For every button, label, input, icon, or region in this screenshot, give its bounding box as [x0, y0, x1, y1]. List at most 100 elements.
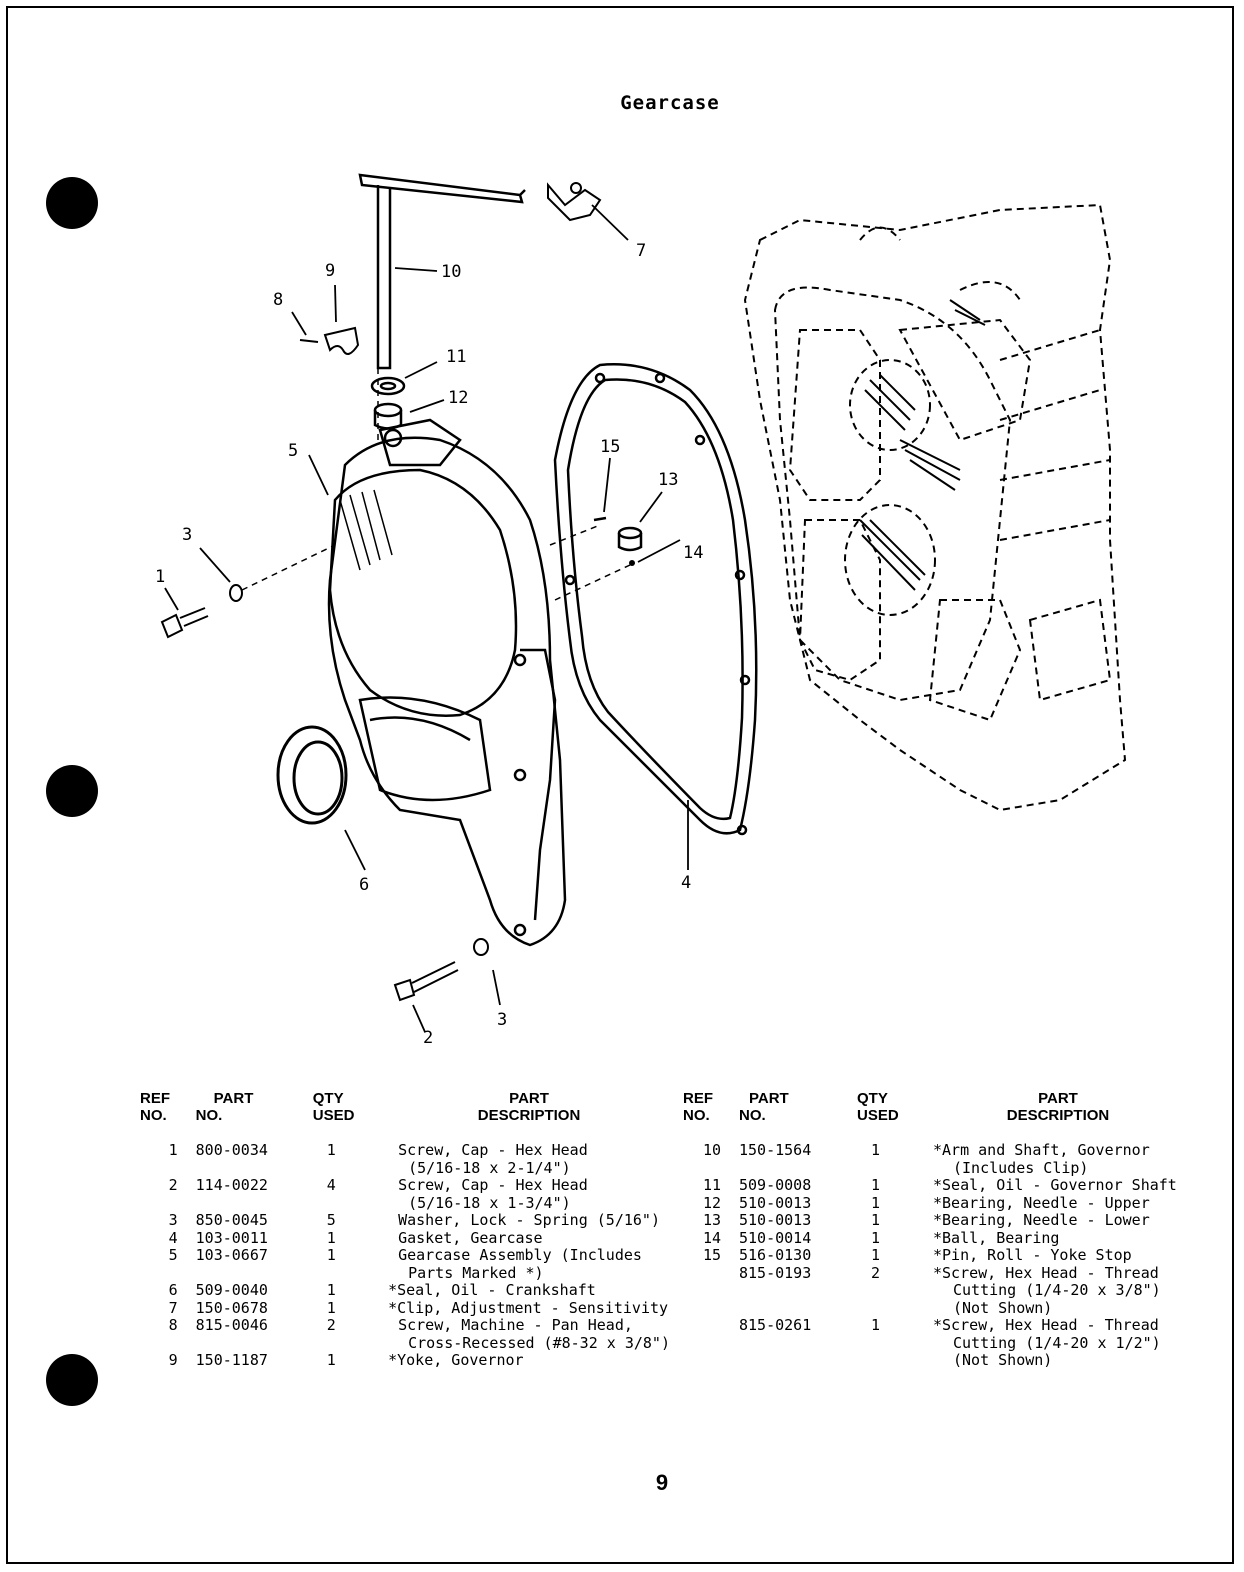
quantity-used: 1 [871, 1193, 881, 1212]
engine-block-hatching [859, 299, 986, 591]
callout-11: 11 [446, 347, 466, 367]
part-description: Screw, Machine - Pan Head,Cross-Recessed… [388, 1316, 670, 1352]
quantity-used: 1 [326, 1228, 336, 1247]
quantity-used: 1 [871, 1211, 881, 1229]
quantity-used: 1 [326, 1246, 336, 1264]
description-line: Cutting (1/4-20 x 3/8") [953, 1281, 1161, 1299]
part-number: 150-1564 [739, 1141, 812, 1159]
ref-number: 12 [702, 1193, 721, 1212]
ref-number [683, 1265, 731, 1318]
page-title: Gearcase [620, 92, 720, 114]
description-line: (5/16-18 x 1-3/4") [408, 1193, 571, 1212]
part-header-1: PART [213, 1090, 254, 1107]
part-number: 510-0013 [739, 1193, 812, 1212]
description-line: *Pin, Roll - Yoke Stop [933, 1246, 1132, 1264]
ref-number: 11 [702, 1176, 721, 1194]
page-number: 9 [655, 1470, 669, 1495]
callout-3b: 3 [497, 1010, 507, 1030]
callout-6: 6 [359, 875, 369, 895]
callout-4: 4 [681, 873, 691, 893]
quantity-used: 1 [871, 1228, 881, 1247]
lower-needle-bearing [617, 526, 643, 552]
qty-header-1: QTY [857, 1090, 888, 1107]
page-frame [6, 6, 1234, 1564]
part-number: 800-0034 [195, 1141, 268, 1159]
quantity-used: 1 [326, 1281, 336, 1299]
quantity-used: 1 [326, 1298, 336, 1317]
ref-number: 15 [702, 1246, 721, 1264]
quantity-used: 1 [326, 1351, 336, 1369]
governor-arm-and-shaft [358, 173, 526, 370]
part-description: Gasket, Gearcase [388, 1229, 670, 1248]
sensitivity-clip [547, 182, 602, 222]
part-description: *Arm and Shaft, Governor(Includes Clip) [933, 1141, 1183, 1177]
part-number: 510-0013 [739, 1211, 812, 1229]
description-line: Screw, Cap - Hex Head [398, 1141, 588, 1159]
description-line: Screw, Cap - Hex Head [398, 1176, 588, 1194]
callout-5: 5 [288, 441, 298, 461]
ref-number: 13 [702, 1211, 721, 1229]
gasket-outline [553, 363, 758, 836]
part-number: 114-0022 [195, 1176, 268, 1194]
ref-number: 5 [168, 1246, 178, 1264]
part-description: Screw, Cap - Hex Head(5/16-18 x 2-1/4") [388, 1141, 670, 1177]
exploded-parts-diagram: 1 2 3 3 4 5 6 7 8 9 10 11 12 13 14 15 [155, 173, 1127, 1048]
callout-9: 9 [325, 261, 335, 281]
desc-header-1: PART [1038, 1090, 1078, 1107]
assembly-dashed-lines [241, 368, 631, 601]
quantity-used: 4 [326, 1176, 336, 1194]
part-number: 509-0008 [739, 1176, 812, 1194]
ref-number: 9 [168, 1351, 178, 1369]
callout-2: 2 [423, 1028, 433, 1048]
part-header-1: PART [749, 1090, 789, 1107]
description-line: *Screw, Hex Head - Thread [933, 1316, 1159, 1334]
qty-header-2: USED [857, 1107, 899, 1124]
part-description: Screw, Cap - Hex Head(5/16-18 x 1-3/4") [388, 1176, 670, 1212]
part-number: 150-0678 [195, 1298, 268, 1317]
description-line: (Includes Clip) [953, 1158, 1089, 1177]
ref-number [683, 1317, 731, 1370]
ref-header-2: NO. [140, 1107, 167, 1124]
description-line: (Not Shown) [953, 1298, 1053, 1317]
ref-header-1: REF [683, 1090, 713, 1107]
part-number: 103-0011 [195, 1228, 268, 1247]
quantity-used: 1 [871, 1246, 881, 1264]
part-description: *Pin, Roll - Yoke Stop [933, 1246, 1183, 1265]
description-line: (Not Shown) [953, 1351, 1053, 1369]
desc-header-2: DESCRIPTION [1006, 1107, 1110, 1124]
governor-yoke [299, 326, 360, 355]
description-line: (5/16-18 x 2-1/4") [408, 1158, 571, 1177]
callout-14: 14 [683, 543, 703, 563]
binder-hole-middle [46, 765, 98, 817]
qty-header-2: USED [312, 1107, 355, 1124]
description-line: *Bearing, Needle - Lower [933, 1211, 1150, 1229]
ref-number: 3 [168, 1211, 178, 1229]
ref-number: 7 [168, 1298, 178, 1317]
description-line: Cutting (1/4-20 x 1/2") [953, 1333, 1161, 1352]
description-line: Screw, Machine - Pan Head, [398, 1316, 633, 1334]
description-line: *Arm and Shaft, Governor [933, 1141, 1150, 1159]
qty-header-1: QTY [312, 1090, 344, 1107]
quantity-used: 2 [871, 1263, 881, 1282]
callout-15: 15 [600, 437, 620, 457]
lock-washer-2 [473, 938, 489, 956]
part-header-2: NO. [195, 1107, 223, 1124]
lock-washer-1 [229, 584, 243, 602]
callout-7: 7 [636, 241, 646, 261]
quantity-used: 1 [871, 1141, 881, 1159]
desc-header-2: DESCRIPTION [477, 1107, 581, 1124]
